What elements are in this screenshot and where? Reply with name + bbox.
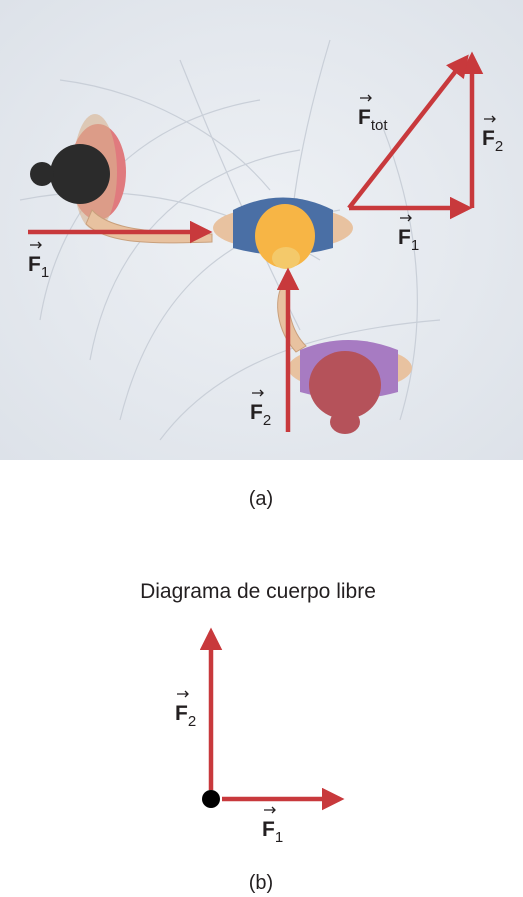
free-body-title: Diagrama de cuerpo libre — [140, 580, 376, 603]
panel-a: F1 F2 F1 F2 Ftot — [0, 0, 523, 460]
center-person-hair — [255, 204, 315, 268]
vector-triangle — [347, 51, 484, 220]
center-person — [213, 197, 353, 269]
label-ftot-triangle: Ftot — [358, 106, 388, 134]
caption-b: (b) — [249, 872, 273, 894]
panel-b: Diagrama de cuerpo libre F2 F1 (b) — [140, 580, 376, 894]
bottom-person — [277, 285, 412, 434]
bottom-person-bun — [330, 410, 360, 434]
fbd-vector-overarrows — [177, 690, 276, 814]
label-f1-fbd: F1 — [262, 818, 283, 846]
caption-a: (a) — [249, 488, 273, 510]
skate-marks — [19, 39, 441, 441]
center-person-bun — [272, 247, 300, 269]
left-person-hair — [50, 144, 110, 204]
bottom-person-hair — [309, 351, 381, 419]
label-f1-person: F1 — [28, 253, 49, 281]
left-person — [30, 114, 213, 244]
label-f2-person: F2 — [250, 401, 271, 429]
vector-overarrows — [30, 94, 496, 397]
label-f2-triangle: F2 — [482, 127, 503, 155]
ftot-arrow-triangle — [347, 54, 469, 210]
label-f2-fbd: F2 — [175, 702, 196, 730]
label-f1-triangle: F1 — [398, 226, 419, 254]
body-dot — [202, 790, 220, 808]
left-person-bun — [30, 162, 54, 186]
